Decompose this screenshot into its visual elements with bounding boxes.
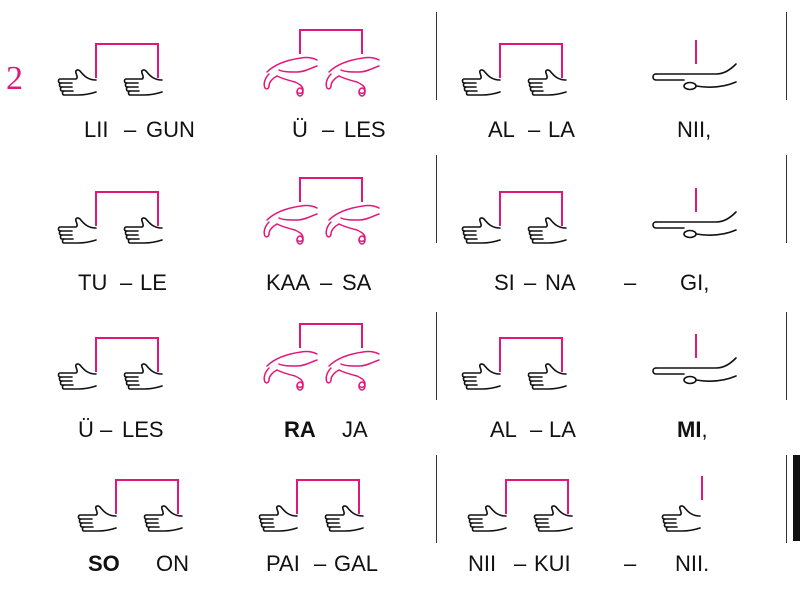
syllable-bold: RA	[284, 417, 316, 443]
hands-pair-icon	[258, 505, 364, 532]
flat-hand-icon	[652, 40, 737, 91]
syllable-dash: –	[100, 417, 113, 442]
syllable-dash: –	[120, 270, 133, 295]
syllable: KAA	[266, 270, 311, 295]
hands-pair-icon	[57, 69, 163, 96]
bar-line	[436, 12, 437, 100]
syllable-dash: –	[530, 417, 543, 442]
syllable-dash: –	[624, 551, 637, 576]
hands-pair-icon	[461, 363, 567, 390]
bar-line	[786, 455, 787, 543]
syllable: PAI	[266, 551, 300, 576]
syllable-dash: –	[514, 551, 527, 576]
syllable: TU	[78, 270, 108, 295]
syllable-bold: SO	[88, 551, 120, 577]
syllable: AL	[490, 417, 517, 442]
syllable-dash: –	[320, 270, 333, 295]
syllable-dash: –	[124, 117, 137, 142]
verse-number: 2	[6, 60, 23, 97]
bar-line	[436, 455, 437, 543]
syllable: Ü	[78, 417, 94, 442]
hands-pair-icon	[461, 69, 567, 96]
syllable-dash: –	[322, 117, 335, 142]
syllable: GI,	[680, 270, 710, 295]
pat-hands-pair-icon	[263, 204, 380, 245]
syllable-bold-text: SO	[88, 551, 120, 576]
syllable-dash: –	[314, 551, 327, 576]
syllable: LES	[122, 417, 164, 442]
hands-pair-icon	[77, 505, 183, 532]
flat-hand-icon	[652, 188, 737, 239]
syllable-dash: –	[624, 270, 637, 295]
syllable: NII	[468, 551, 497, 576]
bar-line	[786, 312, 787, 400]
bar-line	[436, 312, 437, 400]
syllable: NII,	[677, 117, 712, 142]
single-hand-icon	[661, 476, 703, 532]
syllable: LE	[140, 270, 167, 295]
syllable: SI	[494, 270, 515, 295]
hands-pair-icon	[57, 217, 163, 244]
syllable-dash: –	[524, 270, 537, 295]
syllable: ON	[156, 551, 189, 576]
syllable-dash: –	[528, 117, 541, 142]
syllable: GAL	[334, 551, 379, 576]
syllable: AL	[488, 117, 515, 142]
pat-hands-pair-icon	[263, 56, 380, 97]
bar-line	[786, 155, 787, 243]
flat-hand-icon	[652, 334, 737, 385]
hands-pair-icon	[461, 217, 567, 244]
syllable: LES	[344, 117, 386, 142]
syllable-bold-text: RA	[284, 417, 316, 442]
hands-pair-icon	[467, 505, 573, 532]
final-barline	[793, 455, 800, 541]
syllable: NII.	[675, 551, 710, 576]
pat-hands-pair-icon	[263, 350, 380, 391]
syllable: JA	[342, 417, 368, 442]
bar-line	[786, 12, 787, 100]
syllable: SA	[342, 270, 372, 295]
syllable: GUN	[146, 117, 195, 142]
syllable-bold: MI,	[677, 417, 708, 443]
syllable: KUI	[534, 551, 571, 576]
syllable: Ü	[292, 117, 308, 142]
syllable: LA	[548, 117, 575, 142]
bar-line	[436, 155, 437, 243]
hands-pair-icon	[57, 363, 163, 390]
syllable-comma: ,	[701, 417, 708, 442]
syllable-bold-text: MI	[677, 417, 702, 442]
syllable: LA	[549, 417, 576, 442]
syllable: NA	[545, 270, 576, 295]
syllable: LII	[84, 117, 109, 142]
